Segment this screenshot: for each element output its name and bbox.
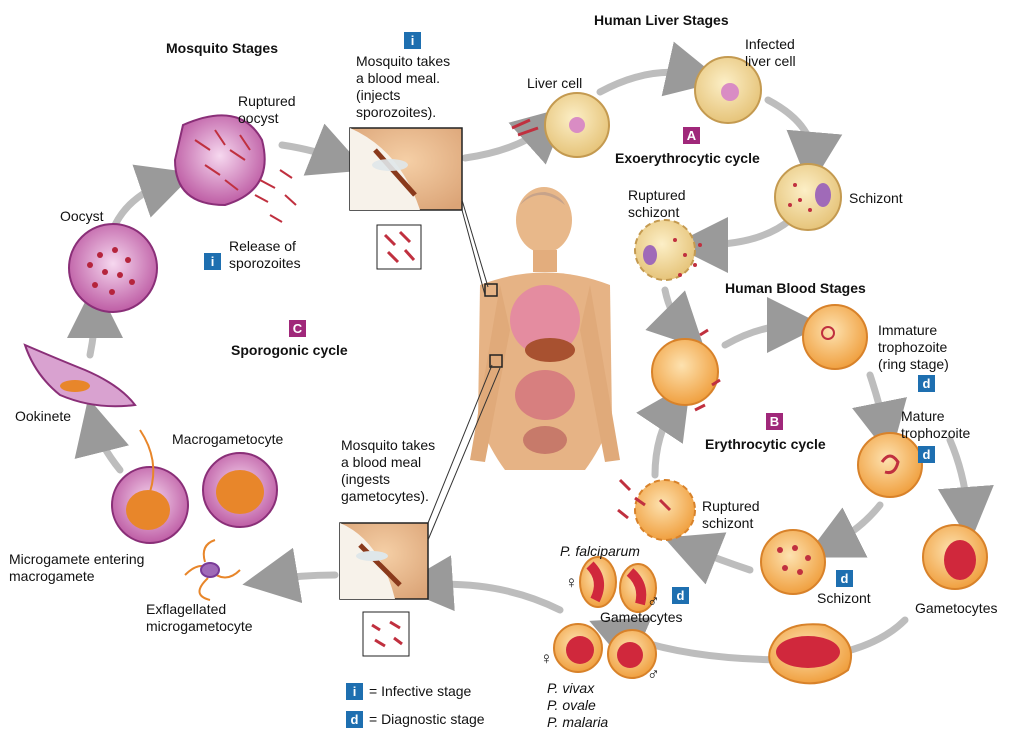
p-vivax-label: P. vivax	[547, 680, 594, 697]
p-falciparum-label: P. falciparum	[560, 543, 640, 560]
human-liver-stages-heading: Human Liver Stages	[594, 12, 729, 28]
exoerythrocytic-cycle-label: Exoerythrocytic cycle	[615, 150, 760, 166]
cycle-b-badge: B	[766, 413, 783, 430]
legend-diagnostic-badge: d	[346, 711, 363, 728]
ruptured-oocyst-label: Ruptured oocyst	[238, 93, 296, 127]
macrogametocyte-cell	[203, 453, 277, 527]
infective-badge-sporozoites: i	[204, 253, 221, 270]
diagnostic-badge-mature: d	[918, 446, 935, 463]
gametocytes-mid-label: Gametocytes	[600, 609, 682, 626]
legend-infective-text: = Infective stage	[369, 683, 471, 699]
rbc-mature-trophozoite	[858, 433, 922, 497]
female-symbol-falciparum: ♀	[565, 574, 578, 591]
diagnostic-badge-schizont: d	[836, 570, 853, 587]
mosquito-meal-inject-label: Mosquito takes a blood meal. (injects sp…	[356, 53, 450, 121]
diagnostic-badge-ring: d	[918, 375, 935, 392]
mature-trophozoite-label: Mature trophozoite	[901, 408, 970, 442]
macrogametocyte-label: Macrogametocyte	[172, 431, 283, 448]
ruptured-schizont-liver-label: Ruptured schizont	[628, 187, 686, 221]
vivax-gametocytes	[554, 624, 656, 678]
legend-diagnostic-text: = Diagnostic stage	[369, 711, 485, 727]
mosquito-stages-heading: Mosquito Stages	[166, 40, 278, 56]
ruptured-schizont-blood-label: Ruptured schizont	[702, 498, 760, 532]
blood-schizont-label: Schizont	[817, 590, 871, 607]
exflagellated-shape	[185, 540, 240, 600]
rbc-uninfected	[652, 330, 720, 410]
sporogonic-cycle-label: Sporogonic cycle	[231, 342, 348, 358]
oocyst-label: Oocyst	[60, 208, 104, 225]
liver-schizont-cell	[775, 164, 841, 230]
release-sporozoites-label: Release of sporozoites	[229, 238, 301, 272]
rbc-gametocyte-elongated	[769, 624, 851, 683]
mosquito-meal-ingest-label: Mosquito takes a blood meal (ingests gam…	[341, 437, 435, 505]
liver-cell	[512, 93, 609, 157]
erythrocytic-cycle-label: Erythrocytic cycle	[705, 436, 826, 452]
oocyst-cell	[69, 224, 157, 312]
infective-badge-bloodmeal: i	[404, 32, 421, 49]
ruptured-oocyst-cell	[175, 115, 296, 222]
female-symbol-vivax: ♀	[540, 650, 553, 667]
male-symbol-falciparum: ♂	[647, 593, 660, 610]
male-symbol-vivax: ♂	[647, 666, 660, 683]
ookinete-label: Ookinete	[15, 408, 71, 425]
legend-infective-badge: i	[346, 683, 363, 700]
cycle-a-badge: A	[683, 127, 700, 144]
p-malaria-label: P. malaria	[547, 714, 608, 730]
exflagellated-label: Exflagellated microgametocyte	[146, 601, 253, 635]
cycle-c-badge: C	[289, 320, 306, 337]
mosquito-box-bottom	[340, 523, 428, 656]
infected-liver-cell-label: Infected liver cell	[745, 36, 796, 70]
rbc-ring-stage	[803, 305, 867, 369]
falciparum-gametocytes	[580, 557, 656, 612]
microgamete-entering-label: Microgamete entering macrogamete	[9, 551, 144, 585]
rbc-schizont	[761, 530, 825, 594]
ookinete-shape	[25, 345, 135, 406]
ruptured-liver-schizont	[635, 220, 702, 280]
human-blood-stages-heading: Human Blood Stages	[725, 280, 866, 296]
mosquito-box-top	[350, 128, 462, 269]
human-figure	[470, 187, 620, 470]
gametocytes-right-label: Gametocytes	[915, 600, 997, 617]
diagnostic-badge-gametocytes: d	[672, 587, 689, 604]
liver-cell-label: Liver cell	[527, 75, 582, 92]
liver-schizont-label: Schizont	[849, 190, 903, 207]
immature-trophozoite-label: Immature trophozoite (ring stage)	[878, 322, 949, 373]
p-ovale-label: P. ovale	[547, 697, 596, 714]
rbc-gametocyte-right	[923, 525, 987, 589]
rbc-ruptured-schizont	[618, 480, 695, 540]
